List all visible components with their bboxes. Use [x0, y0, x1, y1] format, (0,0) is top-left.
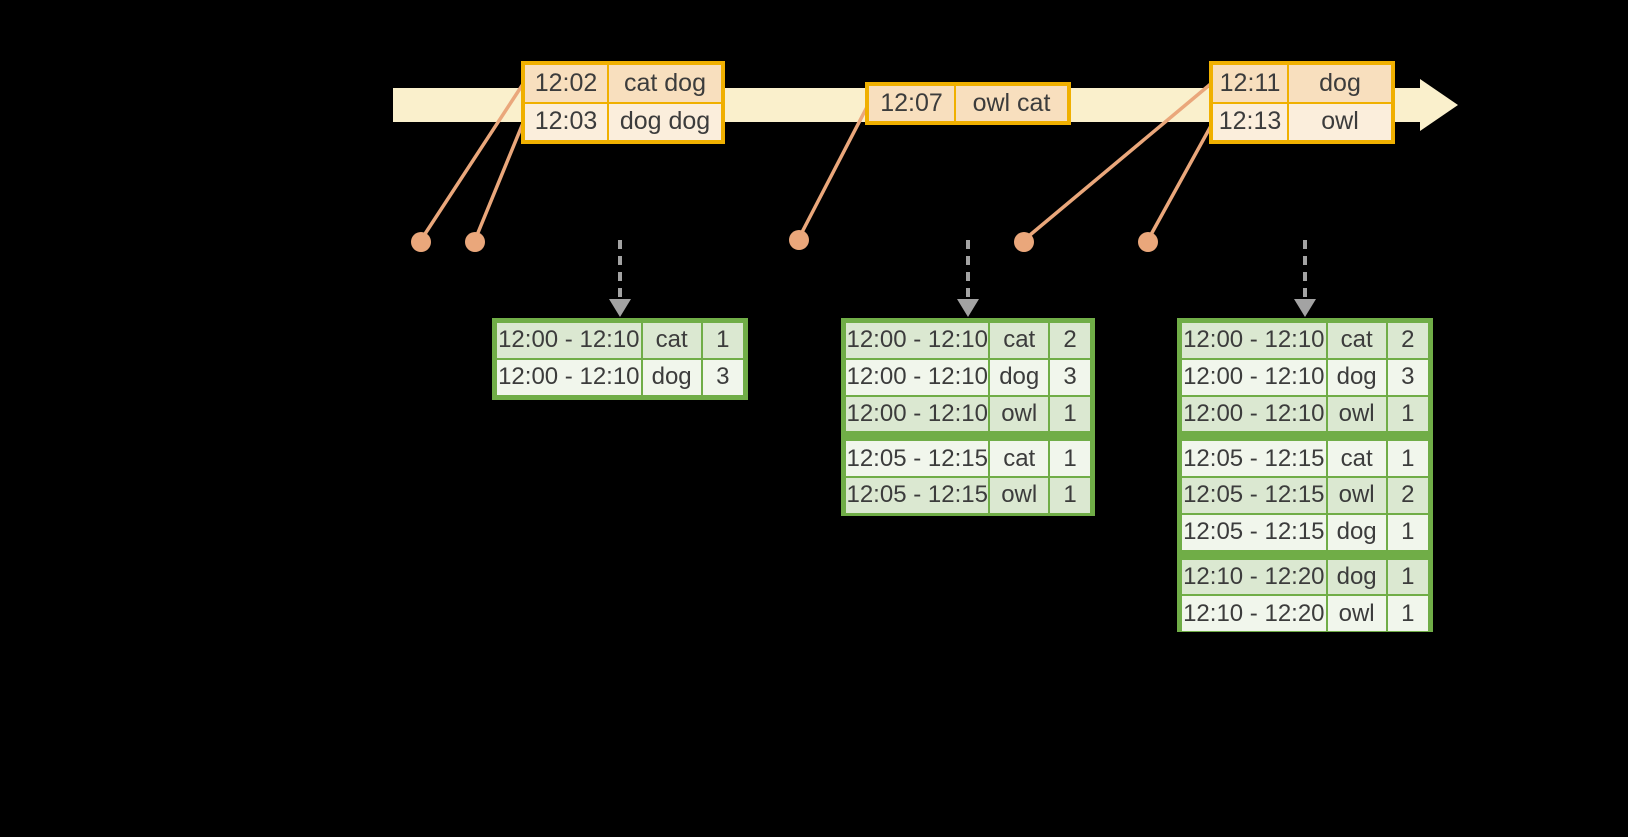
word-cell: dog [1327, 559, 1386, 595]
event-words-cell: cat dog [609, 65, 721, 102]
connector-line [797, 104, 870, 239]
count-cell: 1 [1387, 441, 1428, 476]
connector-line [419, 83, 525, 241]
count-cell: 3 [1387, 359, 1428, 395]
trigger-arrow-head-icon [609, 299, 631, 317]
count-cell: 2 [1050, 323, 1090, 358]
count-cell: 3 [702, 359, 743, 395]
window-cell: 12:05 - 12:15 [1182, 478, 1326, 513]
word-cell: cat [1327, 323, 1386, 358]
word-cell: owl [1327, 396, 1386, 432]
trigger-arrow-head-icon [957, 299, 979, 317]
window-cell: 12:00 - 12:10 [846, 396, 989, 432]
window-cell: 12:05 - 12:15 [1182, 514, 1326, 550]
word-cell: owl [990, 478, 1048, 513]
window-cell: 12:00 - 12:10 [497, 323, 641, 358]
window-group-separator [1182, 551, 1428, 558]
window-cell: 12:00 - 12:10 [1182, 359, 1326, 395]
count-cell: 1 [702, 323, 743, 358]
event-words-cell: owl cat [956, 86, 1067, 121]
connector-line [1022, 80, 1215, 242]
word-cell: cat [990, 441, 1048, 476]
window-cell: 12:00 - 12:10 [1182, 396, 1326, 432]
count-cell: 1 [1050, 478, 1090, 513]
trigger-arrow-head-icon [1294, 299, 1316, 317]
connector-line [473, 122, 525, 241]
window-cell: 12:05 - 12:15 [846, 478, 989, 513]
window-cell: 12:00 - 12:10 [497, 359, 641, 395]
word-cell: owl [1327, 596, 1386, 631]
count-cell: 2 [1387, 323, 1428, 358]
word-cell: dog [990, 359, 1048, 395]
word-cell: cat [642, 323, 701, 358]
event-words-cell: owl [1289, 103, 1391, 140]
connector-line [1146, 123, 1214, 241]
event-time-dot [411, 232, 431, 252]
event-time-dot [789, 230, 809, 250]
event-time-cell: 12:03 [525, 103, 607, 140]
word-cell: owl [1327, 478, 1386, 513]
count-cell: 2 [1387, 478, 1428, 513]
window-cell: 12:05 - 12:15 [1182, 441, 1326, 476]
window-cell: 12:10 - 12:20 [1182, 559, 1326, 595]
count-cell: 3 [1050, 359, 1090, 395]
window-cell: 12:10 - 12:20 [1182, 596, 1326, 631]
event-time-dot [1138, 232, 1158, 252]
count-cell: 1 [1050, 396, 1090, 432]
word-cell: dog [1327, 359, 1386, 395]
event-time-cell: 12:13 [1213, 103, 1287, 140]
count-cell: 1 [1387, 596, 1428, 631]
window-cell: 12:00 - 12:10 [846, 323, 989, 358]
count-cell: 1 [1050, 441, 1090, 476]
count-cell: 1 [1387, 396, 1428, 432]
event-time-cell: 12:07 [869, 86, 954, 121]
event-time-dot [465, 232, 485, 252]
window-group-separator [846, 433, 1090, 440]
word-cell: dog [642, 359, 701, 395]
count-cell: 1 [1387, 559, 1428, 595]
event-time-cell: 12:02 [525, 65, 607, 102]
word-cell: cat [1327, 441, 1386, 476]
event-words-cell: dog dog [609, 103, 721, 140]
window-group-separator [1182, 433, 1428, 440]
window-cell: 12:05 - 12:15 [846, 441, 989, 476]
word-cell: owl [990, 396, 1048, 432]
word-cell: dog [1327, 514, 1386, 550]
window-cell: 12:00 - 12:10 [846, 359, 989, 395]
count-cell: 1 [1387, 514, 1428, 550]
event-words-cell: dog [1289, 65, 1391, 102]
event-time-dot [1014, 232, 1034, 252]
window-cell: 12:00 - 12:10 [1182, 323, 1326, 358]
word-cell: cat [990, 323, 1048, 358]
event-time-cell: 12:11 [1213, 65, 1287, 102]
